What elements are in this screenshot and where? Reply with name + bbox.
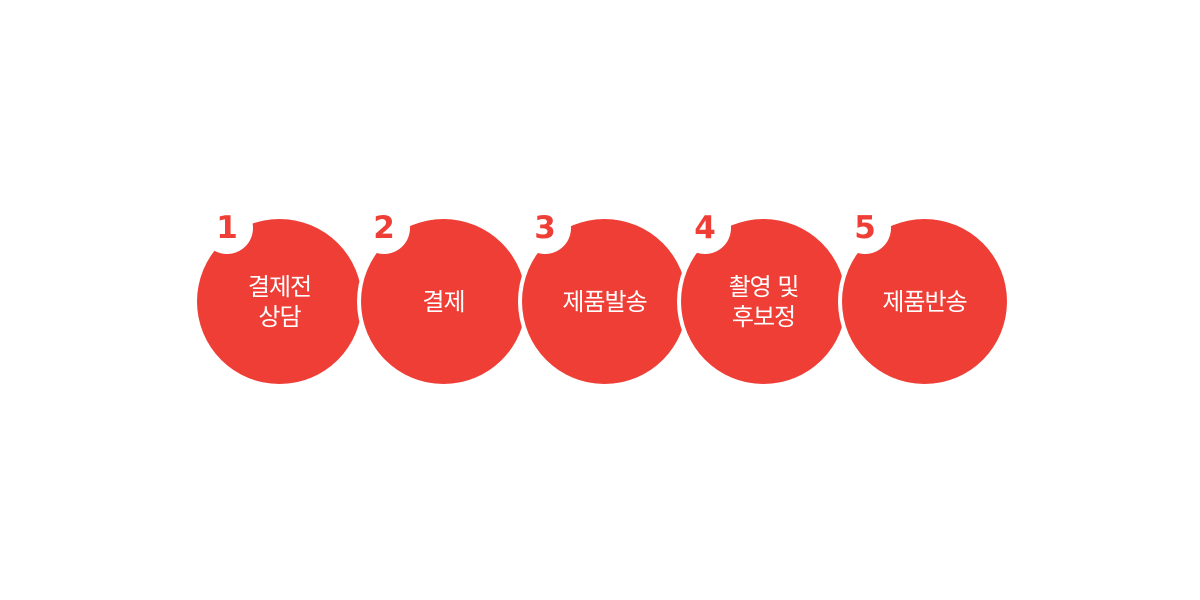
step-3-number: 3 — [534, 209, 556, 246]
step-5-number: 5 — [854, 209, 876, 246]
step-5-badge: 5 — [839, 202, 891, 254]
step-1-label: 결제전 상담 — [247, 272, 312, 331]
step-2-badge: 2 — [358, 202, 410, 254]
step-2-label: 결제 — [422, 287, 465, 316]
step-3-label: 제품발송 — [562, 287, 647, 316]
step-2-number: 2 — [373, 209, 395, 246]
step-4-label: 촬영 및 후보정 — [728, 272, 800, 331]
step-5-label: 제품반송 — [882, 287, 967, 316]
step-4-number: 4 — [694, 209, 716, 246]
step-1-badge: 1 — [201, 202, 253, 254]
step-4-badge: 4 — [679, 202, 731, 254]
step-3-badge: 3 — [519, 202, 571, 254]
step-1-number: 1 — [216, 209, 238, 246]
